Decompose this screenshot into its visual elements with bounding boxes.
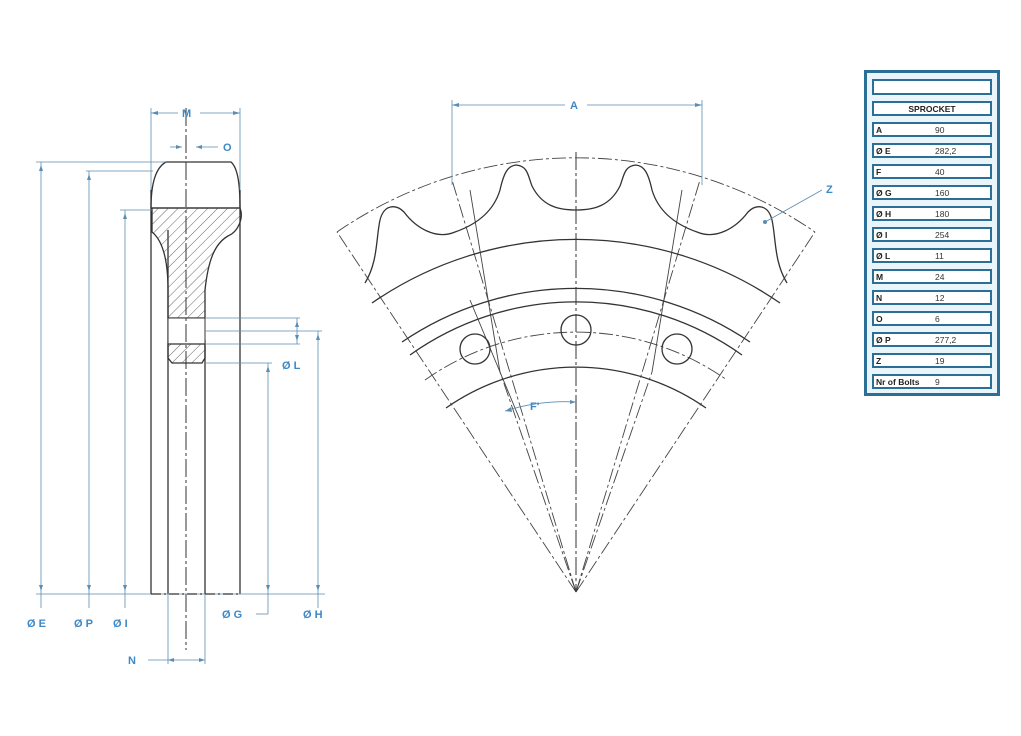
spec-value: 277,2 <box>935 334 957 345</box>
spec-row: A 90 <box>872 122 992 137</box>
label-O: O <box>223 142 232 154</box>
front-view: A Z F' <box>336 100 833 593</box>
spec-row: Ø H 180 <box>872 206 992 221</box>
spec-value: 9 <box>935 376 940 387</box>
spec-row: F 40 <box>872 164 992 179</box>
spec-row: M 24 <box>872 269 992 284</box>
spec-value: 40 <box>935 166 945 177</box>
spec-value: 282,2 <box>935 145 957 156</box>
spec-value: 254 <box>935 229 950 240</box>
side-view: M O Ø E Ø P Ø I Ø L Ø G Ø H N <box>27 108 325 667</box>
spec-row: Ø L 11 <box>872 248 992 263</box>
spec-row: Ø G 160 <box>872 185 992 200</box>
label-N: N <box>128 655 136 667</box>
hatched-section <box>151 207 242 319</box>
spec-key: Ø P <box>876 334 891 345</box>
label-P: Ø P <box>74 618 93 630</box>
tooth-profile <box>364 164 788 284</box>
spec-table-header-blank <box>872 79 992 95</box>
spec-value: 12 <box>935 292 945 303</box>
label-G: Ø G <box>222 609 242 621</box>
spec-row: Ø P 277,2 <box>872 332 992 347</box>
spec-value: 180 <box>935 208 950 219</box>
spec-key: Ø E <box>876 145 891 156</box>
spec-key: O <box>876 313 883 324</box>
label-A: A <box>570 100 578 112</box>
spec-table-title: SPROCKET <box>872 101 992 116</box>
spec-row: Ø I 254 <box>872 227 992 242</box>
spec-key: Nr of Bolts <box>876 376 920 387</box>
spec-row: N 12 <box>872 290 992 305</box>
spec-key: A <box>876 124 883 135</box>
spec-key: Z <box>876 355 882 366</box>
spec-row: Nr of Bolts 9 <box>872 374 992 389</box>
spec-key: Ø H <box>876 208 892 219</box>
spec-value: 90 <box>935 124 945 135</box>
label-I: Ø I <box>113 618 128 630</box>
spec-key: N <box>876 292 883 303</box>
spec-row: Ø E 282,2 <box>872 143 992 158</box>
bolt-hole <box>459 333 491 365</box>
spec-key: Ø L <box>876 250 891 261</box>
spec-key: Ø G <box>876 187 892 198</box>
spec-key: M <box>876 271 884 282</box>
spec-key: Ø I <box>876 229 888 240</box>
label-Z: Z <box>826 184 833 196</box>
label-F: F' <box>530 401 540 413</box>
spec-value: 24 <box>935 271 945 282</box>
spec-row: Z 19 <box>872 353 992 368</box>
spec-value: 19 <box>935 355 945 366</box>
label-H: Ø H <box>303 609 323 621</box>
bolt-hole <box>661 333 693 365</box>
spec-key: F <box>876 166 882 177</box>
label-L: Ø L <box>282 360 301 372</box>
spec-value: 6 <box>935 313 940 324</box>
bolt-hole <box>560 314 592 346</box>
spec-value: 11 <box>935 250 944 261</box>
label-E: Ø E <box>27 618 46 630</box>
spec-value: 160 <box>935 187 950 198</box>
label-M: M <box>182 108 191 120</box>
